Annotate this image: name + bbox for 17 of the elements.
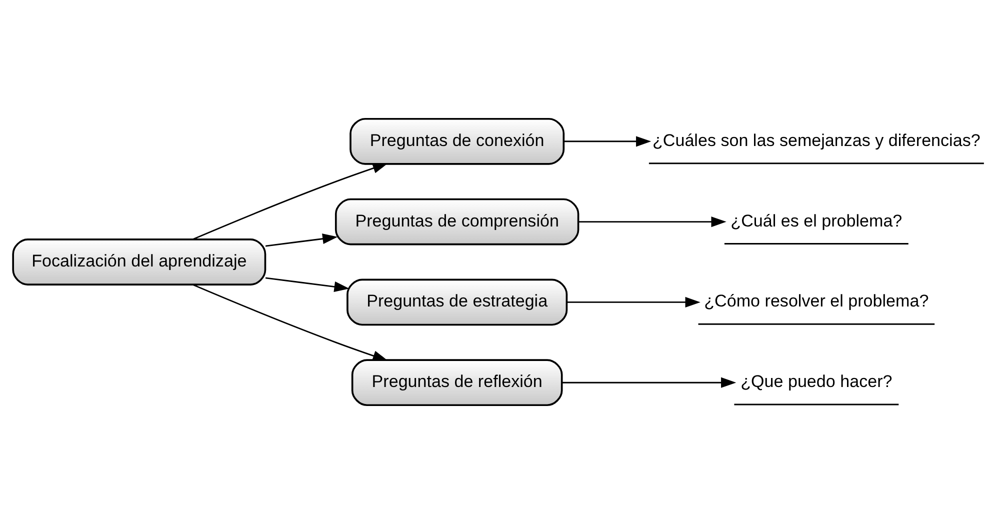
- arrow: [566, 296, 700, 308]
- node-box: Preguntas de comprensión: [334, 198, 580, 246]
- node-box: Preguntas de conexión: [350, 118, 565, 165]
- arrow: [562, 377, 736, 388]
- arrow: [265, 234, 338, 247]
- node-text: ¿Cuáles son las semejanzas y diferencias?: [652, 130, 980, 150]
- node-text: ¿Cómo resolver el problema?: [704, 292, 929, 311]
- node-text: ¿Cuál es el problema?: [730, 211, 902, 230]
- arrow: [564, 136, 652, 147]
- arrow: [578, 216, 726, 228]
- arrow: [192, 284, 388, 361]
- arrow: [265, 277, 350, 292]
- node-box: Focalización del aprendizaje: [12, 238, 266, 286]
- node-box: Preguntas de reflexión: [351, 359, 563, 406]
- node-text: ¿Que puedo hacer?: [740, 372, 892, 392]
- node-box: Preguntas de estrategia: [346, 278, 568, 326]
- arrow: [192, 163, 388, 240]
